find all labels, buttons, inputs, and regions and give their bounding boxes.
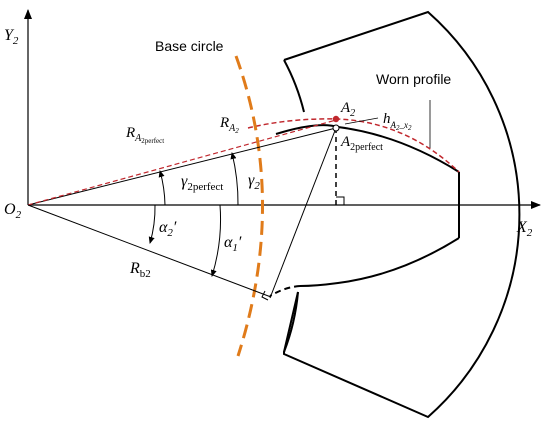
right-angle-marker-axis [336,196,345,205]
radius-A2-line [27,119,337,206]
tooth-profile-lower [299,237,460,287]
R-b2-label: Rb2 [129,260,151,280]
tangent-line [269,127,337,299]
A2-worn-point [332,115,340,123]
gamma-2perfect-label: γ2perfect [181,173,223,193]
alpha-2p-label: α2′ [159,219,177,239]
alpha-1p-label: α1′ [224,234,242,254]
worn-profile-label: Worn profile [376,71,451,87]
ring-gear-outline [282,10,521,419]
right-angle-marker-base [261,290,269,301]
y-axis-label: Y2 [4,27,19,47]
R-A2-label: RA2 [219,115,239,135]
alpha-1p-arc [210,204,221,277]
base-circle-label: Base circle [155,38,224,54]
R-A2perfect-label: RA2perfect [125,125,164,145]
A2-label: A2 [340,100,355,119]
base-circle-arc [234,55,264,357]
radius-A2perfect-line [27,127,337,206]
gamma-2perfect-arc [158,170,166,206]
line-to-tangent-1 [27,204,272,298]
x-axis-label: X2 [516,219,533,239]
h-label: hA2_x2 [383,111,412,132]
origin-label: O2 [4,201,22,221]
ring-gear-inner-upper [283,59,305,113]
alpha-2p-arc [148,204,156,244]
A2perfect-label: A2perfect [340,134,383,153]
A2perfect-point [332,124,340,132]
h-leader [344,117,379,125]
gamma-2-label: γ2 [248,172,260,192]
ring-gear-inner-lower [283,291,299,353]
tooth-profile-upper [275,124,460,173]
tooth-profile-lower-dashed [269,285,301,297]
gamma-2-arc [230,152,239,206]
